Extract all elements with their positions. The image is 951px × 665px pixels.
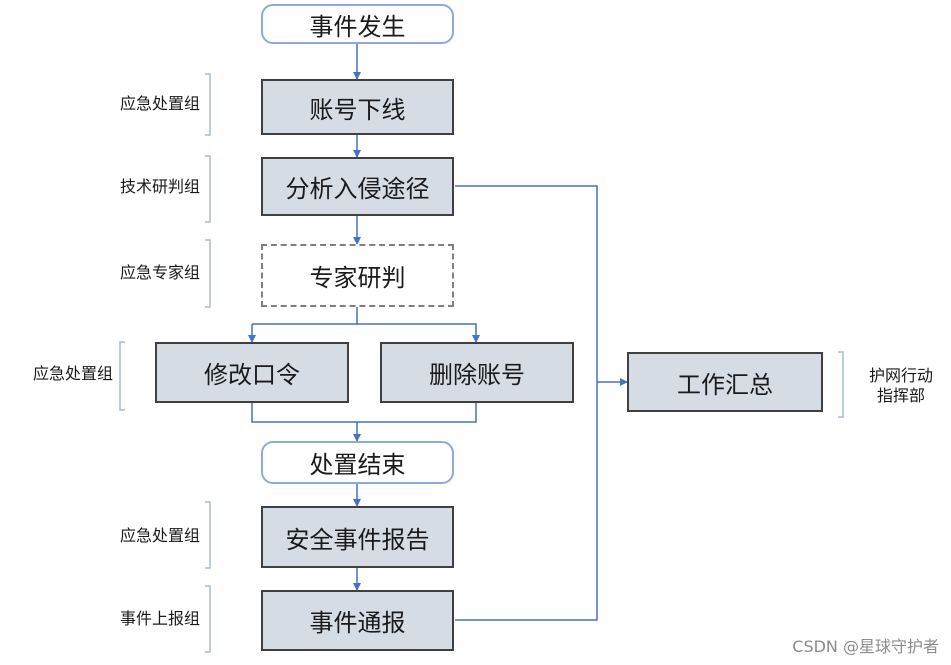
bracket-analyze xyxy=(205,155,211,223)
node-security-report: 安全事件报告 xyxy=(261,506,454,568)
bracket-notify xyxy=(205,585,211,653)
connector-change-to-merge xyxy=(251,403,357,423)
node-change-password: 修改口令 xyxy=(155,342,349,403)
group-label-change-delete: 应急处置组 xyxy=(32,364,113,383)
node-account-offline: 账号下线 xyxy=(261,79,454,135)
node-delete-account: 删除账号 xyxy=(380,342,574,403)
group-label-command-line1: 护网行动 xyxy=(868,366,933,385)
connector-split-to-delete xyxy=(357,323,480,343)
node-work-summary: 工作汇总 xyxy=(627,352,823,412)
group-label-offline: 应急处置组 xyxy=(119,94,200,113)
group-label-notify: 事件上报组 xyxy=(119,609,200,628)
group-label-analyze: 技术研判组 xyxy=(119,177,200,196)
bracket-report xyxy=(205,501,211,569)
bracket-change-delete xyxy=(119,341,125,411)
bracket-offline xyxy=(205,73,211,136)
connector-delete-to-merge xyxy=(357,403,477,423)
group-label-command-line2: 指挥部 xyxy=(876,386,925,405)
bracket-expert xyxy=(205,239,211,308)
connector-expert-split xyxy=(252,307,358,325)
group-label-report: 应急处置组 xyxy=(119,526,200,545)
node-analyze-intrusion: 分析入侵途径 xyxy=(261,157,454,216)
connector-analyze-to-summary xyxy=(455,185,598,382)
node-handling-complete: 处置结束 xyxy=(261,441,454,484)
bracket-summary xyxy=(838,351,844,418)
connector-notify-to-summary xyxy=(455,382,598,621)
csdn-watermark: CSDN @星球守护者 xyxy=(792,637,939,656)
node-expert-review: 专家研判 xyxy=(261,244,454,307)
node-event-notify: 事件通报 xyxy=(261,590,454,651)
group-label-expert: 应急专家组 xyxy=(119,263,200,282)
node-event-occurs: 事件发生 xyxy=(261,4,454,44)
